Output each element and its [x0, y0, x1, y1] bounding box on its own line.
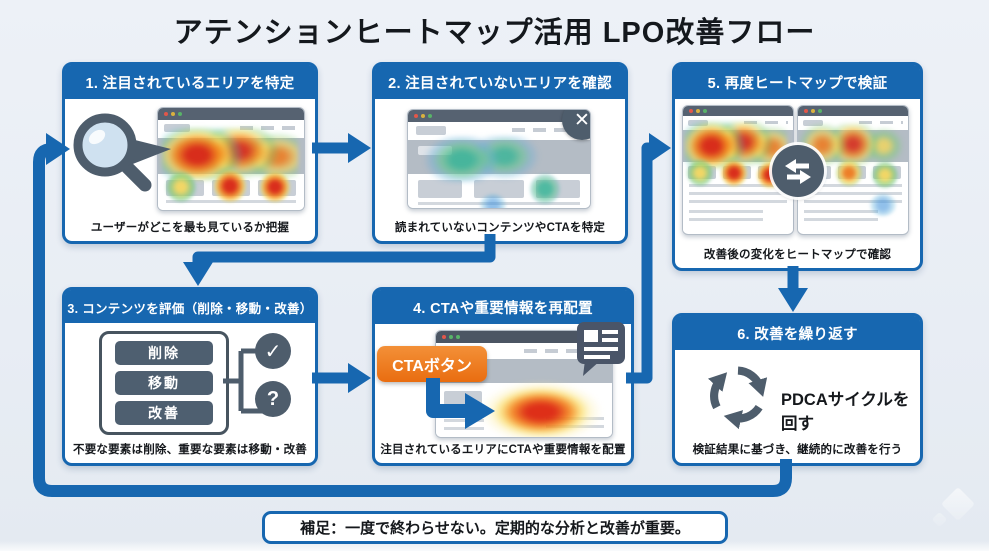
question-icon: ? — [255, 381, 291, 417]
step-1-header: 1. 注目されているエリアを特定 — [65, 65, 315, 99]
sparkle-watermark-icon — [931, 511, 948, 528]
step-3-card: 3. コンテンツを評価（削除・移動・改善） 削除 移動 改善 ✓ ? 不要な要素… — [62, 287, 318, 466]
window-dot-green — [449, 335, 453, 339]
x-glyph: ✕ — [574, 109, 590, 131]
browser-titlebar — [408, 110, 590, 122]
improve-button: 改善 — [115, 401, 213, 425]
arrowhead-step6 — [778, 288, 808, 312]
step-1-caption: ユーザーがどこを最も見ているか把握 — [90, 222, 290, 234]
browser-content — [158, 120, 304, 210]
window-dot-red — [689, 109, 693, 113]
window-dot-green — [178, 112, 182, 116]
step-4-card: 4. CTAや重要情報を再配置 CTAボタン — [372, 287, 634, 466]
column-block — [212, 180, 250, 196]
evaluation-panel: 削除 移動 改善 — [99, 331, 229, 435]
sparkle-watermark-icon — [941, 487, 975, 521]
step-1-body: ユーザーがどこを最も見ているか把握 — [65, 99, 315, 241]
move-button: 移動 — [115, 371, 213, 395]
browser-mockup-coolmap: ✕ — [407, 109, 591, 209]
nav-links-placeholder — [512, 128, 582, 132]
text-lines — [689, 210, 763, 226]
column-block — [474, 180, 524, 198]
step-6-header: 6. 改善を繰り返す — [675, 316, 920, 350]
delete-button: 削除 — [115, 341, 213, 365]
window-dot-red — [414, 114, 418, 118]
arrowhead-step3 — [183, 262, 213, 286]
window-dot-green — [818, 109, 822, 113]
cta-button: CTAボタン — [377, 346, 487, 382]
footnote-text: 補足：一度で終わらせない。定期的な分析と改善が重要。 — [300, 520, 690, 537]
step-4-caption: 注目されているエリアにCTAや重要情報を配置 — [380, 444, 626, 456]
placement-arrow-icon — [426, 378, 495, 429]
arrowhead-step2 — [348, 133, 371, 163]
cycle-arrows-icon — [708, 366, 768, 430]
arrowhead-step4 — [348, 363, 371, 393]
hero-inner-block — [418, 146, 452, 155]
magnifier-icon — [73, 113, 171, 192]
logo-placeholder — [688, 120, 708, 126]
column-block — [838, 166, 866, 179]
window-dot-green — [456, 335, 460, 339]
logo-placeholder — [803, 120, 823, 126]
window-dot-red — [442, 335, 446, 339]
logo-placeholder — [416, 126, 446, 135]
browser-content — [408, 122, 590, 208]
step-3-header: 3. コンテンツを評価（削除・移動・改善） — [65, 290, 315, 323]
step-3-caption: 不要な要素は削除、重要な要素は移動・改善 — [73, 444, 307, 456]
pdca-label: PDCAサイクルを回す — [781, 391, 910, 433]
step-6-card: 6. 改善を繰り返す PDCAサイクルを回す 検証結果に基づき、継続的に改善を行… — [672, 313, 923, 466]
browser-mockup-heatmap — [157, 107, 305, 211]
step-5-header: 5. 再度ヒートマップで検証 — [675, 65, 920, 99]
step-2-header: 2. 注目されていないエリアを確認 — [375, 65, 625, 99]
step-4-header: 4. CTAや重要情報を再配置 — [375, 290, 631, 324]
column-block — [418, 180, 462, 198]
step-6-caption: 検証結果に基づき、継続的に改善を行う — [692, 444, 903, 456]
step-6-body: PDCAサイクルを回す 検証結果に基づき、継続的に改善を行う — [675, 350, 920, 463]
step-1-card: 1. 注目されているエリアを特定 — [62, 62, 318, 244]
column-block — [688, 166, 716, 179]
window-dot-red — [804, 109, 808, 113]
nav-links-placeholder — [240, 126, 298, 130]
page-title: アテンションヒートマップ活用 LPO改善フロー — [173, 17, 816, 49]
check-glyph: ✓ — [264, 340, 282, 363]
step-3-body: 削除 移動 改善 ✓ ? 不要な要素は削除、重要な要素は移動・改善 — [65, 323, 315, 463]
swap-arrows-icon — [771, 145, 824, 197]
column-block — [873, 166, 901, 179]
step-5-caption: 改善後の変化をヒートマップで確認 — [703, 249, 892, 261]
browser-titlebar — [798, 106, 908, 116]
column-block — [723, 166, 751, 179]
hero-section — [158, 138, 304, 174]
window-dot-green — [703, 109, 707, 113]
window-dot-yellow — [811, 109, 815, 113]
step-2-card: 2. 注目されていないエリアを確認 — [372, 62, 628, 244]
step-5-card: 5. 再度ヒートマップで検証 — [672, 62, 923, 271]
text-lines — [804, 184, 902, 204]
column-block — [258, 180, 296, 196]
check-icon: ✓ — [255, 333, 291, 369]
step-2-body: ✕ 読まれていないコンテンツやCTAを特定 — [375, 99, 625, 241]
footnote-box: 補足：一度で終わらせない。定期的な分析と改善が重要。 — [262, 511, 728, 544]
window-dot-yellow — [171, 112, 175, 116]
text-lines — [689, 184, 787, 204]
text-lines — [166, 200, 296, 208]
step-4-body: CTAボタン 注目されているエリアにCTAや重要情報を配置 — [375, 322, 631, 463]
cta-button-label: CTAボタン — [392, 358, 472, 375]
window-dot-yellow — [696, 109, 700, 113]
question-glyph: ? — [266, 387, 280, 410]
browser-titlebar — [158, 108, 304, 120]
text-lines — [546, 417, 604, 433]
step-2-caption: 読まれていないコンテンツやCTAを特定 — [394, 222, 606, 234]
window-dot-green — [428, 114, 432, 118]
browser-titlebar — [683, 106, 793, 116]
nav-links-placeholder — [859, 121, 903, 124]
step-5-body: 改善後の変化をヒートマップで確認 — [675, 99, 920, 268]
window-dot-red — [164, 112, 168, 116]
window-dot-yellow — [421, 114, 425, 118]
nav-links-placeholder — [744, 121, 788, 124]
document-bubble-icon — [577, 322, 625, 376]
text-lines — [418, 202, 580, 208]
arrowhead-step5 — [649, 133, 671, 163]
text-lines — [804, 210, 878, 226]
column-block — [536, 180, 580, 198]
